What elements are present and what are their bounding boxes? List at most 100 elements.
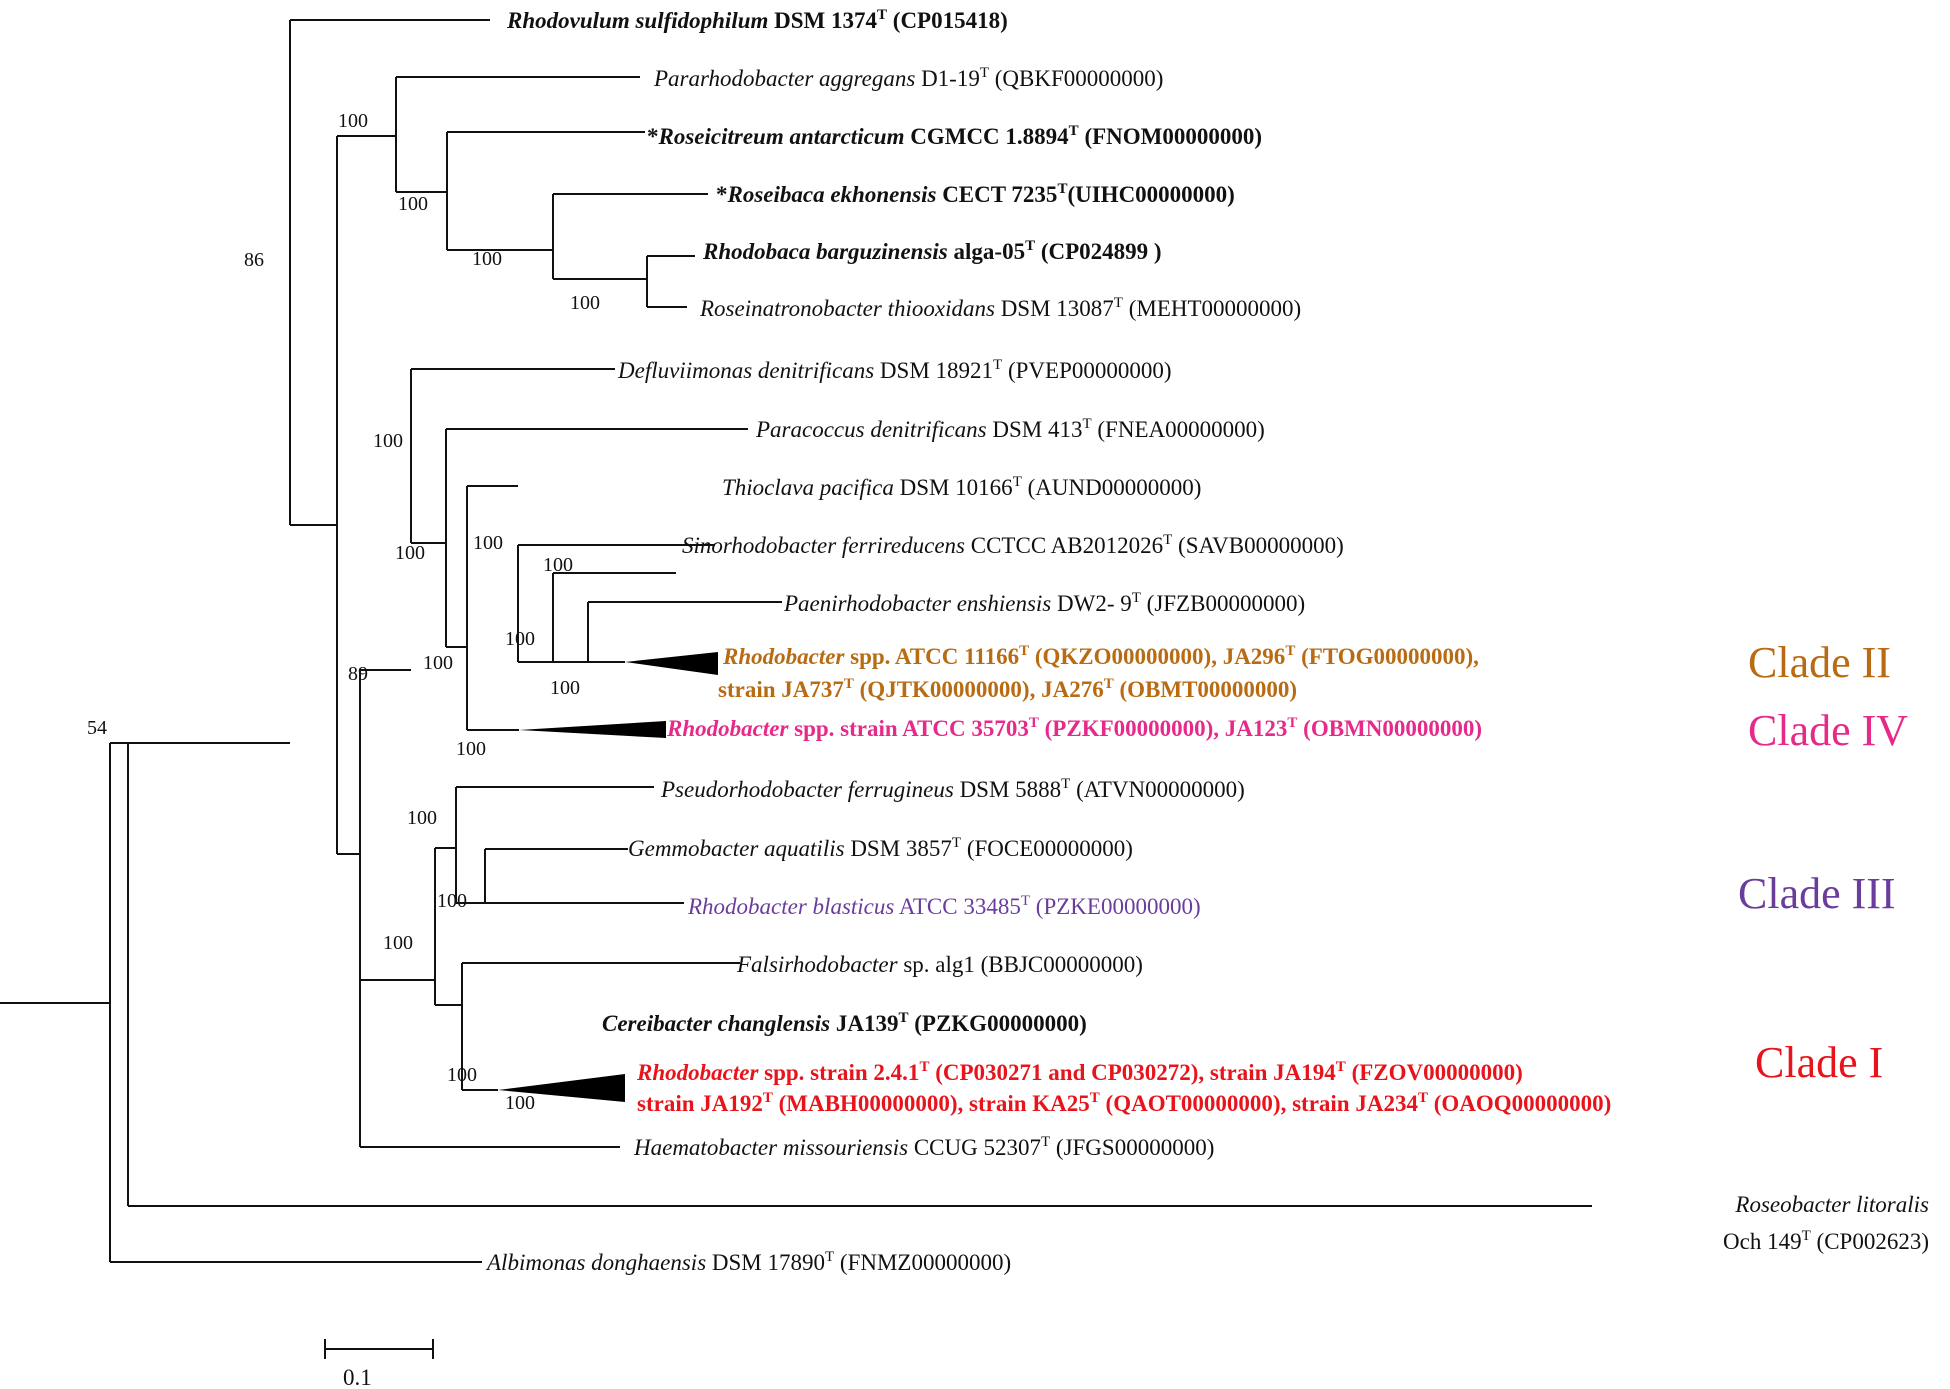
taxon-label-part: (PZKG00000000) (908, 1011, 1086, 1036)
taxon-label-fals: Falsirhodobacter sp. alg1 (BBJC00000000) (736, 952, 1143, 977)
taxon-label-part: Rhodobacter blasticus (687, 894, 894, 919)
taxon-label-part: CGMCC 1.8894 (904, 124, 1069, 149)
taxon-label-part: DSM 18921 (874, 358, 993, 383)
taxon-label-part: Pararhodobacter aggregans (653, 66, 915, 91)
type-strain-superscript: T (763, 1090, 773, 1106)
taxon-label-part: (PZKE00000000) (1030, 894, 1201, 919)
clade-label-cl2: Clade II (1748, 638, 1891, 687)
bootstrap-value: 54 (87, 717, 107, 739)
type-strain-superscript: T (1013, 474, 1022, 490)
taxon-label-part: Haematobacter missouriensis (633, 1135, 908, 1160)
taxon-label-part: (OBMN00000000) (1297, 716, 1482, 741)
taxon-label-part: Paracoccus denitrificans (755, 417, 987, 442)
taxon-label-part: DSM 1374 (768, 8, 877, 33)
taxon-label-part: Paenirhodobacter enshiensis (783, 591, 1051, 616)
taxon-label-part: Roseicitreum antarcticum (658, 124, 905, 149)
taxon-label-part: DW2- 9 (1051, 591, 1131, 616)
taxon-label-part: * (647, 124, 659, 149)
taxon-label-part: (OAOQ00000000) (1428, 1091, 1611, 1116)
taxon-label-part: (MEHT00000000) (1123, 296, 1301, 321)
type-strain-superscript: T (1082, 416, 1091, 432)
taxon-label-part: alga-05 (948, 239, 1025, 264)
bootstrap-value: 86 (244, 249, 264, 271)
clade-I-collapsed-triangle (498, 1074, 625, 1102)
collapsed-clades (498, 652, 718, 1102)
type-strain-superscript: T (980, 65, 989, 81)
bootstrap-value: 100 (383, 932, 413, 954)
taxon-label-part: (UIHC00000000) (1067, 182, 1234, 207)
taxon-label-part: Rhodobacter (722, 644, 845, 669)
type-strain-superscript: T (1069, 123, 1079, 139)
bootstrap-value: 100 (543, 554, 573, 576)
taxon-label-c2b: strain JA737T (QJTK00000000), JA276T (OB… (718, 676, 1297, 702)
taxon-label-part: (FZOV00000000) (1346, 1060, 1523, 1085)
taxon-label-part: (SAVB00000000) (1172, 533, 1343, 558)
taxon-label-rlit2: Och 149T (CP002623) (1723, 1228, 1929, 1254)
taxon-label-part: DSM 17890 (706, 1250, 825, 1275)
taxon-label-part: (PVEP00000000) (1002, 358, 1171, 383)
type-strain-superscript: T (1163, 532, 1172, 548)
taxon-label-part: DSM 13087 (995, 296, 1114, 321)
type-strain-superscript: T (1061, 776, 1070, 792)
taxon-label-part: JA139 (830, 1011, 898, 1036)
type-strain-superscript: T (1418, 1090, 1428, 1106)
taxon-label-adon: Albimonas donghaensis DSM 17890T (FNMZ00… (485, 1249, 1011, 1275)
taxon-label-part: (FTOG00000000), (1295, 644, 1479, 669)
taxon-label-rekh: *Roseibaca ekhonensis CECT 7235T(UIHC000… (716, 181, 1235, 207)
taxon-label-part: (QAOT00000000), strain JA234 (1100, 1091, 1419, 1116)
clade-labels: Clade II Clade IV Clade III Clade I (1738, 638, 1908, 1087)
taxon-label-part: (CP024899 ) (1035, 239, 1161, 264)
taxon-label-part: CCTCC AB2012026 (965, 533, 1163, 558)
type-strain-superscript: T (919, 1059, 929, 1075)
bootstrap-value: 100 (447, 1064, 477, 1086)
type-strain-superscript: T (1021, 893, 1030, 909)
clade-label-cl3: Clade III (1738, 869, 1896, 918)
taxon-label-gaqu: Gemmobacter aquatilis DSM 3857T (FOCE000… (628, 835, 1133, 861)
taxon-label-sfer: Sinorhodobacter ferrireducens CCTCC AB20… (682, 532, 1344, 558)
taxon-label-part: (QBKF00000000) (989, 66, 1163, 91)
type-strain-superscript: T (1285, 643, 1295, 659)
bootstrap-value: 89 (348, 663, 368, 685)
type-strain-superscript: T (1104, 676, 1114, 692)
taxon-label-part: Och 149 (1723, 1229, 1802, 1254)
taxon-label-part: Sinorhodobacter ferrireducens (682, 533, 965, 558)
taxon-label-part: (JFGS00000000) (1050, 1135, 1214, 1160)
clade-label-cl4: Clade IV (1748, 706, 1908, 755)
clade-label-cl1: Clade I (1755, 1038, 1883, 1087)
taxon-label-part: spp. strain ATCC 35703 (788, 716, 1028, 741)
taxon-label-part: (FNOM00000000) (1079, 124, 1262, 149)
taxon-label-pfer: Pseudorhodobacter ferrugineus DSM 5888T … (660, 776, 1245, 802)
type-strain-superscript: T (1336, 1059, 1346, 1075)
taxon-label-part: (CP030271 and CP030272), strain JA194 (929, 1060, 1336, 1085)
taxon-label-rcit: *Roseicitreum antarcticum CGMCC 1.8894T … (647, 123, 1262, 149)
taxon-label-part: strain JA737 (718, 677, 844, 702)
taxon-label-part: DSM 10166 (894, 475, 1013, 500)
type-strain-superscript: T (952, 835, 961, 851)
taxon-label-part: Roseobacter litoralis (1734, 1192, 1929, 1217)
taxon-label-rbar: Rhodobaca barguzinensis alga-05T (CP0248… (702, 238, 1162, 264)
taxon-label-part: (OBMT00000000) (1114, 677, 1297, 702)
taxon-label-part: Cereibacter changlensis (602, 1011, 830, 1036)
type-strain-superscript: T (1802, 1228, 1811, 1244)
taxon-label-part: Roseinatronobacter thiooxidans (699, 296, 995, 321)
type-strain-superscript: T (898, 1010, 908, 1026)
taxon-label-dden: Defluviimonas denitrificans DSM 18921T (… (617, 357, 1172, 383)
taxon-label-part: CECT 7235 (936, 182, 1057, 207)
type-strain-superscript: T (1057, 181, 1067, 197)
type-strain-superscript: T (825, 1249, 834, 1265)
bootstrap-value: 100 (473, 532, 503, 554)
taxon-label-c1a: Rhodobacter spp. strain 2.4.1T (CP030271… (636, 1059, 1523, 1085)
taxon-labels: Rhodovulum sulfidophilum DSM 1374T (CP01… (485, 7, 1929, 1275)
type-strain-superscript: T (1041, 1134, 1050, 1150)
bootstrap-value: 100 (505, 1092, 535, 1114)
taxon-label-part: (ATVN00000000) (1070, 777, 1244, 802)
taxon-label-part: Thioclava pacifica (722, 475, 894, 500)
bootstrap-value: 100 (550, 677, 580, 699)
taxon-label-part: DSM 413 (987, 417, 1083, 442)
bootstrap-value: 100 (398, 193, 428, 215)
taxon-label-part: (QJTK00000000), JA276 (854, 677, 1104, 702)
taxon-label-pden: Paracoccus denitrificans DSM 413T (FNEA0… (755, 416, 1265, 442)
taxon-label-part: spp. strain 2.4.1 (758, 1060, 919, 1085)
taxon-label-rbla: Rhodobacter blasticus ATCC 33485T (PZKE0… (687, 893, 1201, 919)
